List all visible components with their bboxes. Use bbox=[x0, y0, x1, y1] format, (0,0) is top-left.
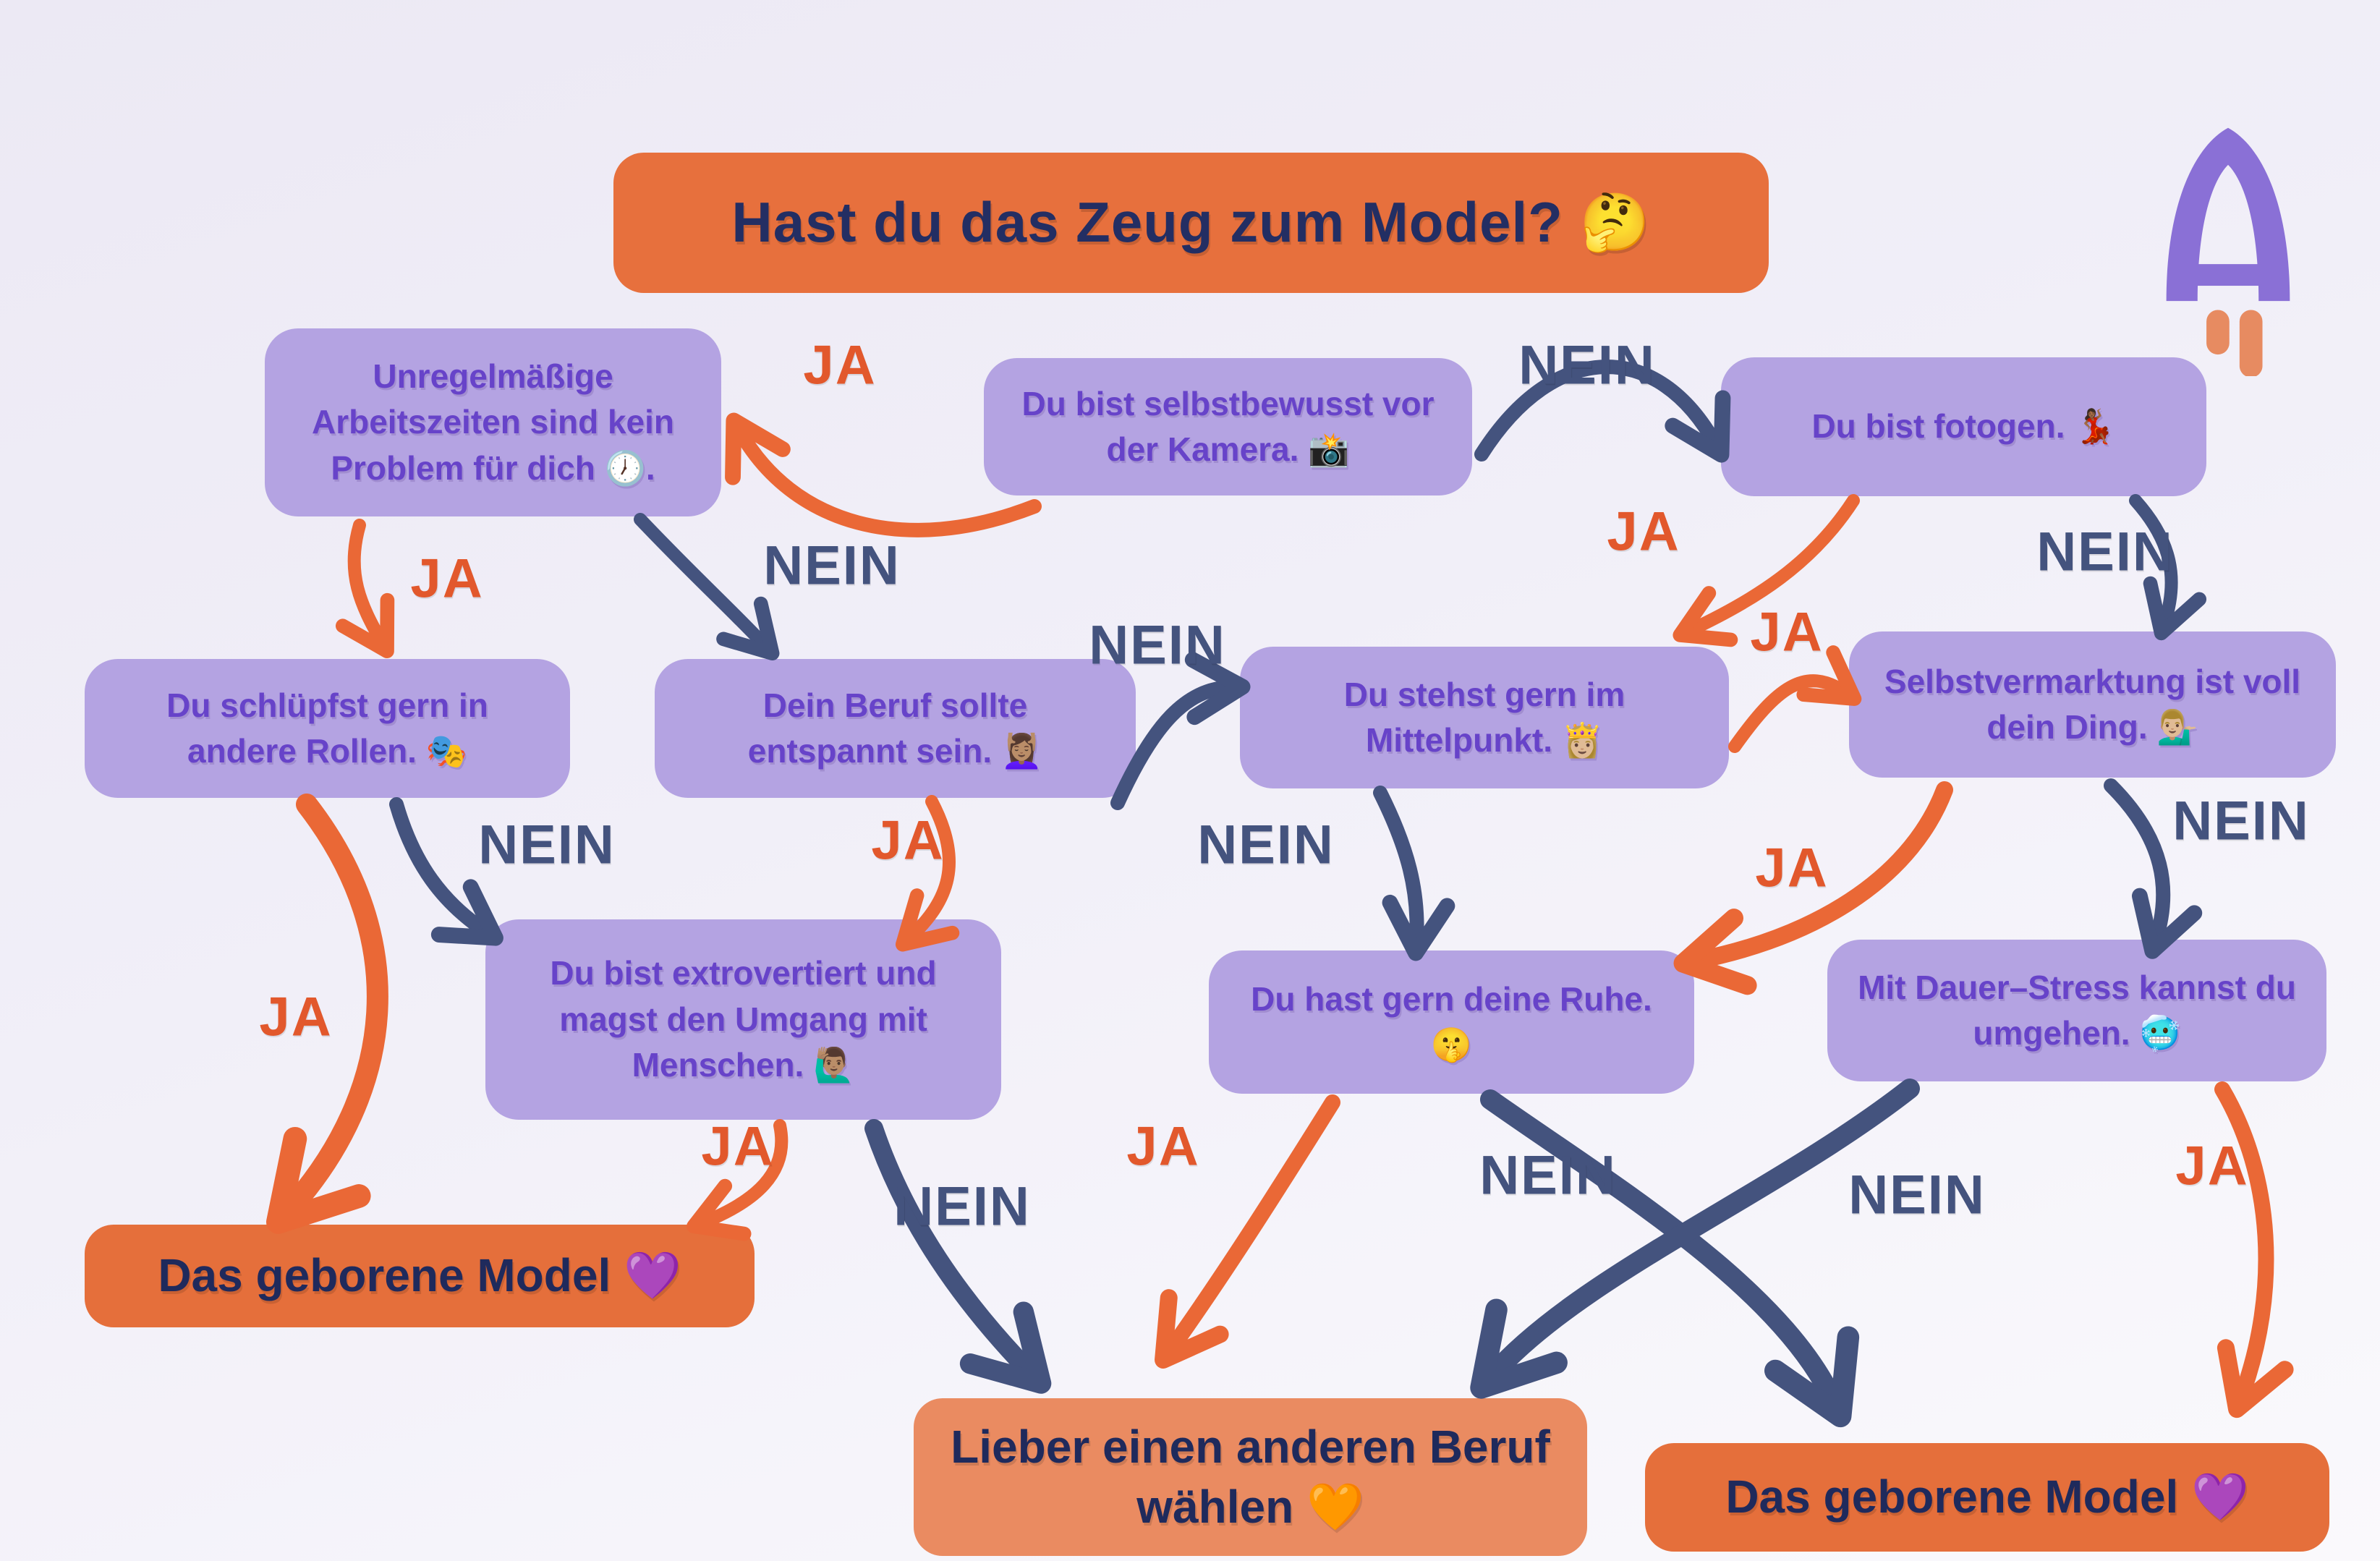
node-model-rechts: Das geborene Model 💜 bbox=[1645, 1443, 2329, 1552]
edge-unregelmaessig-ja-arrow bbox=[335, 519, 395, 658]
logo-arch bbox=[2166, 127, 2290, 302]
node-dauerstress: Mit Dauer–Stress kannst du umgehen. 🥶 bbox=[1827, 940, 2326, 1081]
edge-schluepfst-ja-label: JA bbox=[259, 986, 333, 1048]
rocket-a-logo bbox=[2166, 127, 2290, 376]
logo-flame-left bbox=[2206, 310, 2230, 355]
edge-selbstbewusst-nein-label: NEIN bbox=[1518, 334, 1656, 396]
edge-fotogen-ja-label: JA bbox=[1607, 501, 1680, 563]
edge-unregelmaessig-nein-arrow bbox=[634, 513, 780, 661]
edge-selbstbewusst-ja-label: JA bbox=[803, 334, 877, 396]
node-fotogen: Du bist fotogen. 💃🏾 bbox=[1721, 357, 2206, 496]
edge-extrovertiert-nein-label: NEIN bbox=[893, 1175, 1031, 1238]
edge-unregelmaessig-nein-label: NEIN bbox=[763, 535, 901, 597]
node-model-links: Das geborene Model 💜 bbox=[85, 1225, 755, 1327]
edge-beruf-ja-label: JA bbox=[871, 809, 945, 872]
node-selbstbewusst: Du bist selbstbewusst vor der Kamera. 📸 bbox=[984, 358, 1472, 495]
edge-fotogen-nein-label: NEIN bbox=[2036, 521, 2174, 583]
node-mittelpunkt: Du stehst gern im Mittelpunkt. 👸🏼 bbox=[1240, 647, 1729, 788]
edge-selbstvermarktung-ja-label: JA bbox=[1755, 837, 1829, 899]
node-beruf: Dein Beruf sollte entspannt sein. 💆🏽‍♀️ bbox=[655, 659, 1136, 798]
edge-dauerstress-ja-label: JA bbox=[2175, 1135, 2249, 1197]
edge-extrovertiert-nein-arrow bbox=[864, 1119, 1052, 1394]
node-selbstvermarktung: Selbstvermarktung ist voll dein Ding. 💁🏼… bbox=[1849, 631, 2336, 778]
edge-dauerstress-nein-label: NEIN bbox=[1848, 1164, 1986, 1226]
edge-mittelpunkt-nein-arrow bbox=[1373, 786, 1455, 961]
logo-flame-right bbox=[2239, 310, 2263, 376]
node-unregelmaessig: Unregelmäßige Arbeitszeiten sind kein Pr… bbox=[265, 328, 721, 516]
node-extrovertiert: Du bist extrovertiert und magst den Umga… bbox=[485, 919, 1001, 1120]
edge-dauerstress-nein-arrow bbox=[1470, 1079, 1920, 1399]
edge-mittelpunkt-ja-arrow bbox=[1728, 645, 1862, 753]
edge-unregelmaessig-ja-label: JA bbox=[410, 548, 484, 610]
edge-mittelpunkt-nein-label: NEIN bbox=[1197, 814, 1335, 876]
edge-schluepfst-nein-arrow bbox=[389, 797, 503, 946]
edge-mittelpunkt-ja-label: JA bbox=[1750, 601, 1824, 663]
node-title: Hast du das Zeug zum Model? 🤔 bbox=[613, 153, 1769, 293]
edge-beruf-nein-label: NEIN bbox=[1089, 614, 1226, 676]
node-ruhe: Du hast gern deine Ruhe. 🤫 bbox=[1209, 950, 1694, 1094]
edge-selbstvermarktung-nein-label: NEIN bbox=[2172, 790, 2310, 852]
edge-extrovertiert-ja-label: JA bbox=[701, 1115, 775, 1178]
edge-selbstvermarktung-nein-arrow bbox=[2104, 778, 2203, 959]
logo-crossbar bbox=[2190, 264, 2266, 286]
edge-ruhe-ja-label: JA bbox=[1126, 1115, 1200, 1178]
node-anderer-beruf: Lieber einen anderen Beruf wählen 🧡 bbox=[914, 1398, 1587, 1556]
edge-ruhe-nein-label: NEIN bbox=[1479, 1144, 1617, 1207]
edge-schluepfst-nein-label: NEIN bbox=[478, 814, 616, 876]
node-schluepfst: Du schlüpfst gern in andere Rollen. 🎭 bbox=[85, 659, 570, 798]
